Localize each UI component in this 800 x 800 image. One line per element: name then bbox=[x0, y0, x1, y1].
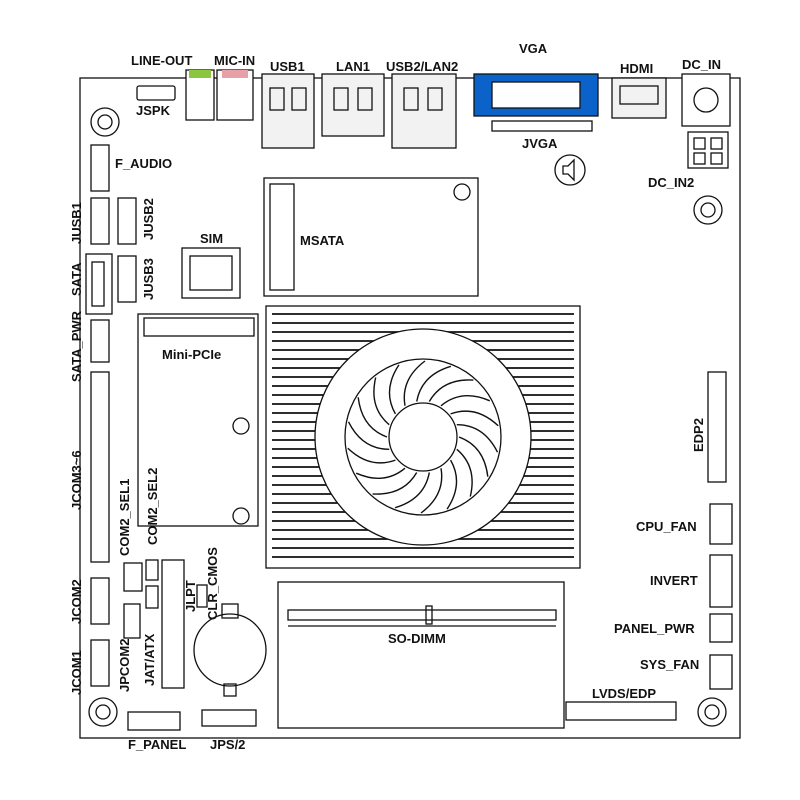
label-lvds-edp: LVDS/EDP bbox=[592, 686, 657, 701]
clr-cmos-jumper bbox=[196, 584, 208, 608]
sim-slot bbox=[181, 247, 241, 299]
label-jcom1: JCOM1 bbox=[69, 650, 84, 695]
label-hdmi: HDMI bbox=[620, 61, 654, 76]
label-jpcom2: JPCOM2 bbox=[117, 638, 132, 692]
cpu-fan-connector bbox=[709, 503, 733, 545]
dc-in-jack bbox=[681, 73, 731, 127]
label-sys-fan: SYS_FAN bbox=[640, 657, 700, 672]
label-jvga: JVGA bbox=[522, 136, 558, 151]
label-vga: VGA bbox=[519, 41, 548, 56]
jspk-header bbox=[136, 85, 176, 101]
jvga-header bbox=[491, 120, 593, 132]
invert-connector bbox=[709, 554, 733, 608]
mounting-hole-bottom-right bbox=[697, 697, 727, 727]
vga-port bbox=[473, 73, 599, 117]
usb2-lan2-port bbox=[391, 73, 457, 149]
label-jspk: JSPK bbox=[136, 103, 170, 118]
jlpt-header bbox=[161, 559, 185, 689]
label-jlpt: JLPT bbox=[183, 580, 198, 612]
jps2-connector bbox=[201, 709, 257, 727]
cpu-heatsink bbox=[265, 305, 581, 569]
com2-sel2-jumper bbox=[145, 559, 159, 581]
label-f-audio: F_AUDIO bbox=[115, 156, 173, 171]
jcom2-header bbox=[90, 577, 110, 625]
label-f-panel: F_PANEL bbox=[128, 737, 187, 752]
label-usb1: USB1 bbox=[270, 59, 305, 74]
label-jcom2: JCOM2 bbox=[69, 579, 84, 624]
jat-atx-jumper bbox=[145, 585, 159, 609]
sata-pwr-connector bbox=[90, 319, 110, 363]
edp2-header bbox=[707, 371, 727, 483]
f-panel-header bbox=[127, 711, 181, 731]
panel-pwr-jumper bbox=[709, 613, 733, 643]
label-sim: SIM bbox=[200, 231, 224, 246]
label-edp2: EDP2 bbox=[691, 418, 706, 452]
label-so-dimm: SO-DIMM bbox=[388, 631, 446, 646]
usb1-port bbox=[261, 73, 315, 149]
jcom3-6-header bbox=[90, 371, 110, 563]
f-audio-header bbox=[90, 144, 110, 192]
speaker-icon bbox=[554, 154, 586, 186]
label-panel-pwr: PANEL_PWR bbox=[614, 621, 695, 636]
lvds-edp-header bbox=[565, 701, 677, 721]
com2-sel1-jumper bbox=[123, 562, 143, 592]
so-dimm-slot bbox=[277, 581, 565, 729]
mini-pcie-slot bbox=[137, 313, 259, 527]
jusb3-header bbox=[117, 255, 137, 303]
label-mic-in: MIC-IN bbox=[214, 53, 256, 68]
jcom1-header bbox=[90, 639, 110, 687]
label-dc-in: DC_IN bbox=[682, 57, 722, 72]
msata-slot bbox=[263, 177, 479, 297]
cmos-battery bbox=[193, 603, 267, 697]
label-jps2: JPS/2 bbox=[210, 737, 246, 752]
hdmi-port bbox=[611, 77, 667, 119]
mounting-hole-bottom-left bbox=[88, 697, 118, 727]
label-sata: SATA bbox=[69, 262, 84, 296]
label-msata: MSATA bbox=[300, 233, 345, 248]
label-invert: INVERT bbox=[650, 573, 698, 588]
label-lan1: LAN1 bbox=[336, 59, 370, 74]
jusb1-header bbox=[90, 197, 110, 245]
dc-in2-connector bbox=[687, 131, 729, 169]
sata-port bbox=[85, 253, 113, 315]
mounting-hole-top-left bbox=[90, 107, 120, 137]
sys-fan-connector bbox=[709, 654, 733, 690]
label-jusb3: JUSB3 bbox=[141, 258, 156, 300]
jusb2-header bbox=[117, 197, 137, 245]
label-jat-atx: JAT/ATX bbox=[142, 633, 157, 686]
lan1-port bbox=[321, 73, 385, 137]
label-sata-pwr: SATA_PWR bbox=[69, 310, 84, 382]
label-line-out: LINE-OUT bbox=[131, 53, 193, 68]
label-com2-sel2: COM2_SEL2 bbox=[145, 467, 160, 545]
label-mini-pcie: Mini-PCIe bbox=[162, 347, 222, 362]
label-cpu-fan: CPU_FAN bbox=[636, 519, 697, 534]
label-usb2-lan2: USB2/LAN2 bbox=[386, 59, 459, 74]
jpcom2-jumper bbox=[123, 603, 141, 639]
label-jusb2: JUSB2 bbox=[141, 198, 156, 240]
label-dc-in2: DC_IN2 bbox=[648, 175, 695, 190]
label-jusb1: JUSB1 bbox=[69, 202, 84, 244]
mounting-hole-right bbox=[693, 195, 723, 225]
label-com2-sel1: COM2_SEL1 bbox=[117, 478, 132, 556]
label-jcom3-6: JCOM3~6 bbox=[69, 450, 84, 510]
label-clr-cmos: CLR_CMOS bbox=[205, 547, 220, 620]
